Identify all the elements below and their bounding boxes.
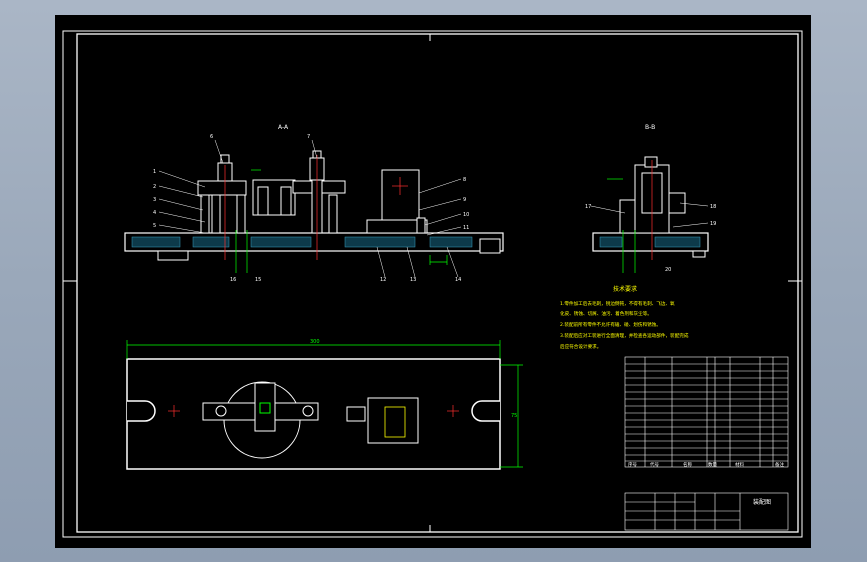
title-block bbox=[624, 492, 789, 531]
plan-view: 300 75 bbox=[126, 339, 523, 470]
front-label-10: 10 bbox=[463, 212, 469, 218]
tech-req-title: 技术要求 bbox=[613, 285, 637, 293]
tech-req-line-5: 后应符合设计要求。 bbox=[560, 343, 601, 350]
parts-list bbox=[624, 356, 789, 468]
inner-frame bbox=[76, 33, 799, 533]
side-section-title: B-B bbox=[645, 124, 655, 131]
front-label-13: 13 bbox=[410, 277, 416, 283]
front-label-5: 3 bbox=[153, 197, 156, 203]
front-label-2: 7 bbox=[307, 134, 310, 140]
front-label-16: 16 bbox=[230, 277, 236, 283]
assembly-drawing: A-A 6 7 bbox=[62, 30, 803, 538]
parts-header-code: 代号 bbox=[650, 461, 659, 468]
outer-frame bbox=[62, 30, 803, 538]
overall-width-dim: 75 bbox=[511, 413, 517, 419]
front-label-14: 14 bbox=[455, 277, 461, 283]
front-label-11: 11 bbox=[463, 225, 469, 231]
front-label-4: 2 bbox=[153, 184, 156, 190]
parts-header-name: 名称 bbox=[683, 461, 692, 468]
tech-req-line-1: 1.零件加工后去毛刺，锐边倒钝，不得有毛刺、飞边、氧 bbox=[560, 300, 675, 307]
side-section-view: B-B 17 18 19 20 bbox=[585, 124, 716, 273]
side-label-17: 17 bbox=[585, 204, 591, 210]
front-label-7: 5 bbox=[153, 223, 156, 229]
side-label-18: 18 bbox=[710, 204, 716, 210]
parts-header-material: 材料 bbox=[735, 461, 744, 468]
front-label-9: 9 bbox=[463, 197, 466, 203]
side-label-20: 20 bbox=[665, 267, 671, 273]
side-label-19: 19 bbox=[710, 221, 716, 227]
front-label-8: 8 bbox=[463, 177, 466, 183]
technical-requirements: 技术要求 1.零件加工后去毛刺，锐边倒钝，不得有毛刺、飞边、氧 化皮、锈蚀、切屑… bbox=[560, 285, 689, 350]
front-label-15: 15 bbox=[255, 277, 261, 283]
tech-req-line-3: 2.装配前所有零件不允许有磕、碰、划伤和锈蚀。 bbox=[560, 321, 661, 328]
tech-req-line-2: 化皮、锈蚀、切屑、油污、着色剂和灰尘等。 bbox=[560, 310, 652, 317]
front-label-6: 4 bbox=[153, 210, 156, 216]
cad-viewport[interactable]: A-A 6 7 bbox=[55, 15, 811, 548]
front-section-view: A-A 6 7 bbox=[124, 124, 504, 283]
front-section-title: A-A bbox=[278, 124, 289, 131]
front-label-3: 1 bbox=[153, 169, 156, 175]
drawing-name: 装配图 bbox=[753, 498, 771, 506]
parts-header-qty: 数量 bbox=[708, 461, 717, 468]
parts-header-no: 序号 bbox=[628, 461, 637, 468]
tech-req-line-4: 3.装配后应对工装进行全面清理，并检查各运动部件，装配完成 bbox=[560, 332, 689, 339]
overall-length-dim: 300 bbox=[310, 339, 320, 345]
front-label-1: 6 bbox=[210, 134, 213, 140]
parts-header-remark: 备注 bbox=[775, 461, 784, 468]
front-label-12: 12 bbox=[380, 277, 386, 283]
